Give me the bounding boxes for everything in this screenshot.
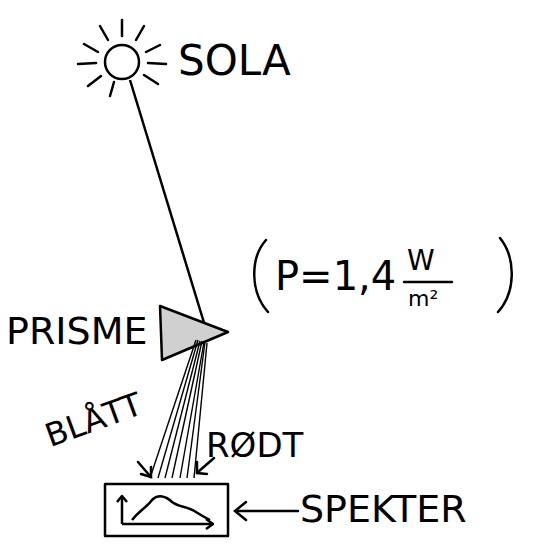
formula-brackets [254, 238, 512, 312]
sun-ray [130, 80, 205, 326]
red-label: RØDT [206, 428, 303, 462]
sun-symbol [78, 20, 166, 96]
spectrum-box [105, 484, 228, 536]
leader-arrows [138, 458, 298, 520]
prism-label: PRISME [6, 312, 147, 350]
unit-denominator: m² [408, 288, 438, 310]
unit-numerator: W [407, 247, 435, 275]
blue-label: BLÅTT [41, 388, 146, 452]
dispersed-beam [150, 340, 207, 478]
power-value: P=1,4 [275, 256, 396, 296]
sun-label: SOLA [178, 40, 291, 82]
spectrum-label: SPEKTER [300, 490, 467, 528]
